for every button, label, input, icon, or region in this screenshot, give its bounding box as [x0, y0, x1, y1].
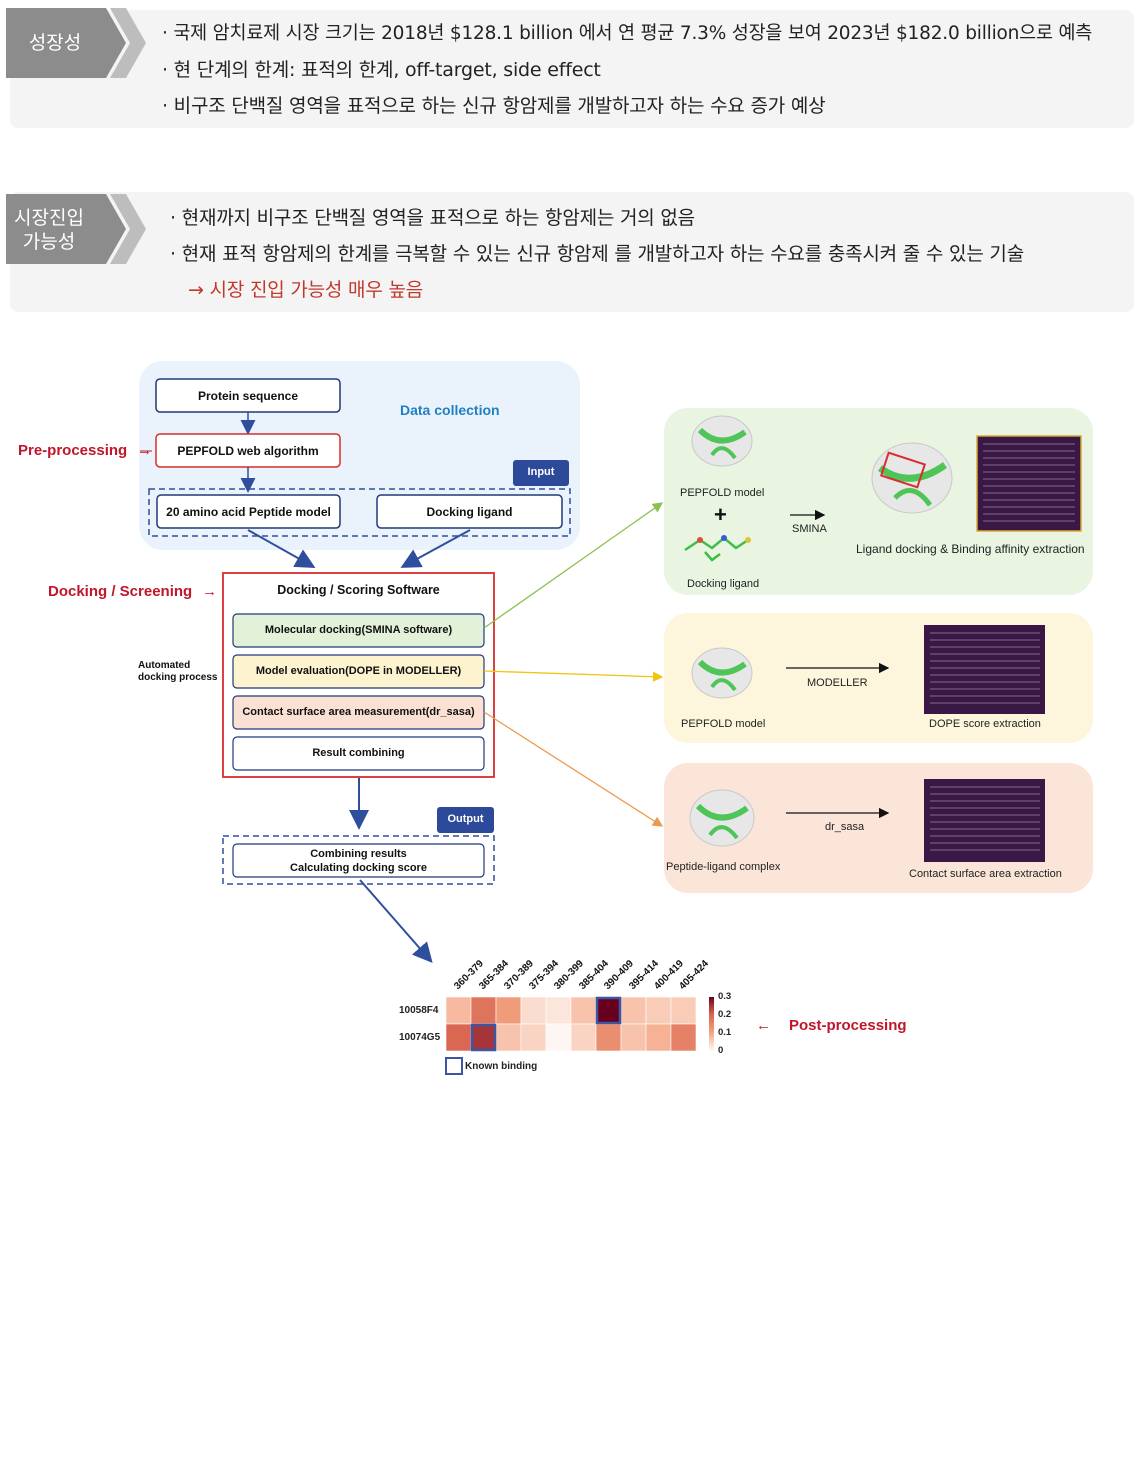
output-group: [222, 835, 495, 885]
heatmap-cell: [495, 996, 522, 1025]
growth-tag-chevron: [6, 8, 146, 78]
input-badge: [513, 460, 569, 486]
docking-screening-arrow: →: [202, 583, 217, 600]
post-processing-arrow: ←: [756, 1017, 771, 1034]
heatmap-row-label: 10058F4: [399, 1005, 439, 1016]
combining-line1: Combining results: [310, 848, 407, 860]
dope-score-label: DOPE score extraction: [929, 718, 1041, 730]
colorbar-tick: 0.3: [718, 991, 732, 1002]
market-bullet-2: · 현재 표적 항암제의 한계를 극복할 수 있는 신규 항암제 를 개발하고자…: [170, 243, 1024, 265]
docking-heatmap: [445, 996, 697, 1052]
heatmap-cell: [545, 1023, 572, 1052]
binding-affinity-label: Ligand docking & Binding affinity extrac…: [856, 542, 1085, 556]
protein-sequence-label: Protein sequence: [197, 389, 299, 403]
docking-ligand-label: Docking ligand: [426, 505, 513, 519]
automated-docking-label: Automated docking process: [138, 660, 217, 684]
known-binding-legend-swatch: [445, 1057, 463, 1075]
known-binding-label: Known binding: [465, 1061, 538, 1072]
molecular-docking-label: Molecular docking(SMINA software): [264, 624, 453, 636]
heatmap-cell: [520, 1023, 547, 1052]
contact-surface-label: Contact surface area measurement(dr_sasa…: [242, 706, 475, 718]
growth-bullet-3: · 비구조 단백질 영역을 표적으로 하는 신규 항암제를 개발하고자 하는 수…: [162, 95, 826, 117]
market-entry-panel: [10, 192, 1134, 312]
heatmap-cell: [445, 1023, 472, 1052]
pepfold-web-label: PEPFOLD web algorithm: [177, 444, 319, 458]
market-entry-tag-label: 시장진입 가능성: [4, 206, 94, 254]
heatmap-cell: [470, 1023, 497, 1052]
colorbar-tick: 0.1: [718, 1027, 732, 1038]
dr-sasa-label: dr_sasa: [825, 821, 865, 833]
growth-bullet-2: · 현 단계의 한계: 표적의 한계, off-target, side eff…: [162, 59, 601, 81]
modeller-label: MODELLER: [807, 677, 868, 689]
colorbar-tick: 0.2: [718, 1009, 732, 1020]
combining-results-box: [232, 843, 485, 878]
input-badge-label: Input: [527, 466, 555, 478]
automated-line2: docking process: [138, 672, 218, 683]
docking-screening-label: Docking / Screening: [48, 583, 193, 600]
result-combining-label: Result combining: [312, 747, 405, 759]
peptide-ligand-complex-icon: [689, 789, 755, 847]
contact-surface-output-icon: [924, 779, 1045, 862]
market-bullet-1: · 현재까지 비구조 단백질 영역을 표적으로 하는 항암제는 거의 없음: [170, 207, 695, 229]
heatmap-cell: [645, 1023, 672, 1052]
pepfold-model-icon-2: [691, 647, 753, 699]
docking-ligand-molecule-icon: [684, 535, 751, 562]
market-conclusion: → 시장 진입 가능성 매우 높음: [188, 279, 423, 301]
output-badge: [437, 807, 494, 833]
data-collection-label: Data collection: [400, 402, 500, 418]
output-badge-label: Output: [447, 813, 484, 825]
heatmap-row-label: 10074G5: [399, 1032, 441, 1043]
heatmap-cell: [670, 996, 697, 1025]
heatmap-cell: [670, 1023, 697, 1052]
combining-line2: Calculating docking score: [290, 862, 427, 874]
post-processing-label: Post-processing: [789, 1017, 907, 1034]
heatmap-cell: [595, 996, 622, 1025]
market-entry-tag-line1: 시장진입: [14, 207, 84, 229]
peptide-model-box: [156, 494, 341, 529]
heatmap-cell: [620, 1023, 647, 1052]
contact-surface-area-label: Contact surface area extraction: [909, 868, 1062, 880]
heatmap-cell: [470, 996, 497, 1025]
pepfold-model-icon-1: [691, 415, 753, 467]
smina-docking-ligand-label: Docking ligand: [687, 578, 760, 590]
smina-pepfold-model-label: PEPFOLD model: [680, 487, 765, 499]
heatmap-cell: [570, 1023, 597, 1052]
heatmap-cell: [620, 996, 647, 1025]
peptide-model-label: 20 amino acid Peptide model: [166, 505, 331, 519]
market-entry-tag-chevron: [6, 194, 146, 264]
known-binding-marker: [595, 996, 622, 1025]
growth-bullet-1: · 국제 암치료제 시장 크기는 2018년 $128.1 billion 에서…: [162, 23, 1093, 44]
combining-results-label: Combining results Calculating docking sc…: [233, 847, 484, 875]
heatmap-cell: [545, 996, 572, 1025]
molecular-docking-box: [232, 613, 485, 648]
input-group: [148, 488, 571, 537]
heatmap-cell: [495, 1023, 522, 1052]
automated-line1: Automated: [138, 660, 191, 671]
heatmap-cell: [595, 1023, 622, 1052]
result-combining-box: [232, 736, 485, 771]
binding-affinity-output-icon: [976, 435, 1082, 532]
model-evaluation-label: Model evaluation(DOPE in MODELLER): [255, 665, 462, 677]
docking-ligand-box: [376, 494, 563, 529]
complex-label: Peptide-ligand complex: [666, 861, 781, 873]
smina-label: SMINA: [792, 523, 827, 535]
docked-complex-icon: [871, 442, 953, 514]
heatmap-cell: [520, 996, 547, 1025]
heatmap-cell: [645, 996, 672, 1025]
heatmap-cell: [445, 996, 472, 1025]
dope-score-output-icon: [924, 625, 1045, 714]
growth-panel: [10, 10, 1134, 128]
growth-tag-label: 성장성: [28, 32, 82, 54]
modeller-pepfold-model-label: PEPFOLD model: [681, 718, 766, 730]
market-entry-tag-line2: 가능성: [22, 231, 76, 253]
known-binding-marker: [470, 1023, 497, 1052]
colorbar-tick: 0: [718, 1045, 724, 1056]
plus-sign: +: [714, 502, 727, 527]
software-title: Docking / Scoring Software: [277, 583, 440, 597]
heatmap-cell: [570, 996, 597, 1025]
pre-processing-label: Pre-processing: [18, 442, 128, 459]
pre-processing-arrow: →: [137, 442, 152, 459]
heatmap-colorbar: [709, 997, 714, 1052]
